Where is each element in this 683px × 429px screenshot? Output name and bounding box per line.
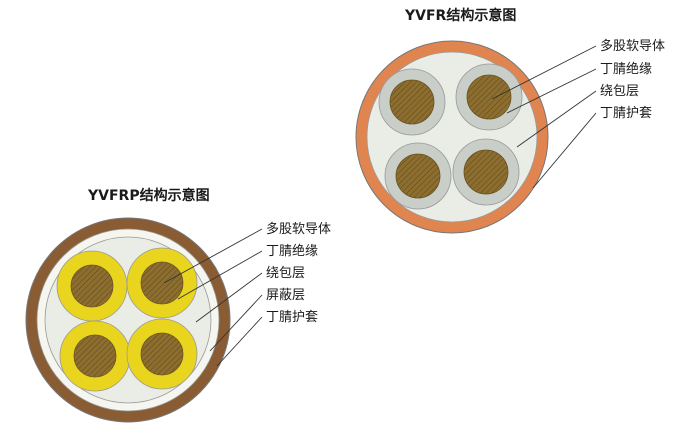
conductor-hatch [141,262,183,304]
conductor-hatch [74,335,116,377]
leader-line-sheath [216,316,263,367]
yvfrp-core [56,250,128,322]
yvfr-core [455,63,523,131]
conductor-hatch [467,75,511,119]
leader-line-insulation [506,68,597,114]
yvfrp-diagram: YVFRP结构示意图 [25,187,331,423]
yvfrp-core [126,318,198,390]
yvfrp-core [59,320,131,392]
label-wrapping-layer: 绕包层 [266,266,305,281]
yvfr-title: YVFR结构示意图 [404,7,516,24]
label-conductor: 多股软导体 [266,221,331,237]
label-sheath: 丁腈护套 [600,105,652,121]
label-shield-layer: 屏蔽层 [266,288,305,303]
yvfr-core [452,138,520,206]
label-sheath: 丁腈护套 [266,309,318,325]
leader-line-conductor [491,45,597,100]
conductor-hatch [390,80,434,124]
label-insulation: 丁腈绝缘 [266,243,318,259]
conductor-hatch [71,265,113,307]
label-conductor: 多股软导体 [600,38,665,54]
leader-line-conductor [163,228,263,284]
yvfr-core [384,142,452,210]
yvfrp-core [126,247,198,319]
conductor-hatch [396,154,440,198]
leader-line-insulation [177,250,263,300]
yvfr-core [378,68,446,136]
leader-line-sheath [532,112,597,189]
leader-line-wrapping [516,90,597,148]
label-wrapping-layer: 绕包层 [600,84,639,99]
label-insulation: 丁腈绝缘 [600,61,652,77]
yvfr-diagram: YVFR结构示意图 [355,7,665,234]
conductor-hatch [141,333,183,375]
conductor-hatch [464,150,508,194]
leader-line-wrapping [195,272,263,323]
yvfrp-title: YVFRP结构示意图 [87,187,210,204]
leader-line-shield [209,294,263,352]
